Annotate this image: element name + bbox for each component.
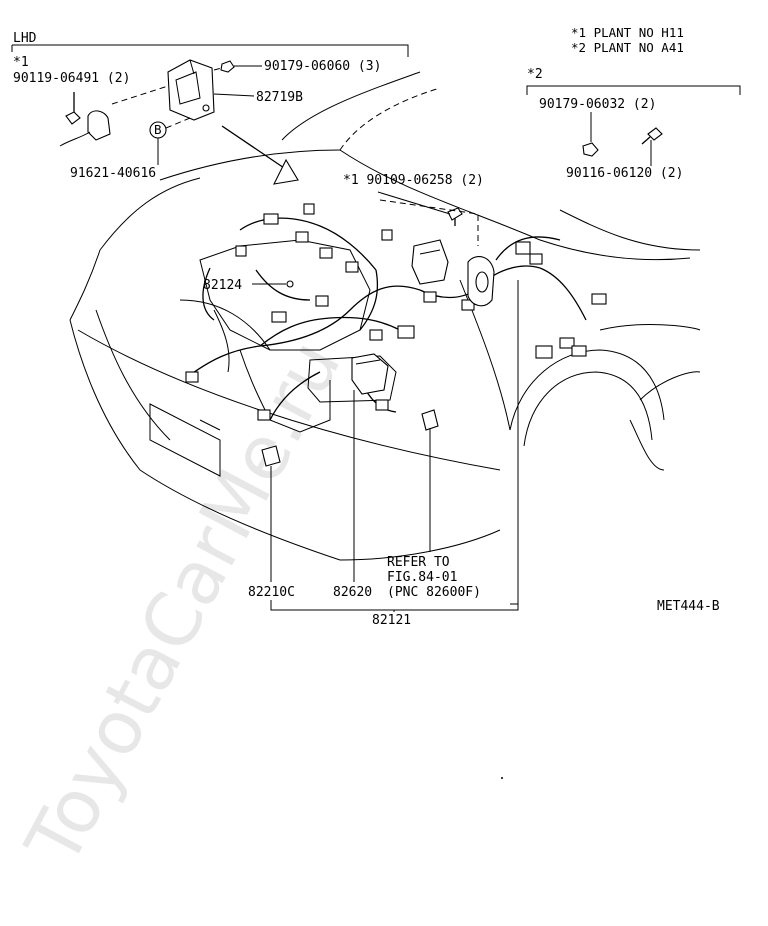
callout-90116-06120: 90116-06120 (2) bbox=[566, 166, 683, 181]
bolt-90116-06120-drawing bbox=[641, 127, 663, 145]
bracket-82719b-drawing bbox=[167, 59, 215, 121]
callout-90179-06060: 90179-06060 (3) bbox=[264, 59, 381, 74]
clamp-drawing bbox=[59, 110, 111, 147]
bolt-90119-06491-drawing bbox=[65, 92, 81, 125]
refer-to-line3: (PNC 82600F) bbox=[387, 585, 481, 600]
plant-a41-bracket bbox=[526, 85, 741, 95]
nut-90179-06060-drawing bbox=[220, 60, 235, 73]
car-body-outline bbox=[69, 71, 701, 561]
callout-90179-06032: 90179-06032 (2) bbox=[539, 97, 656, 112]
refer-to-line2: FIG.84-01 bbox=[387, 570, 457, 585]
component-refer-drawing bbox=[421, 409, 439, 431]
harness-connectors bbox=[185, 203, 607, 421]
note-star1-label: *1 bbox=[13, 55, 29, 70]
note-star2-label: *2 bbox=[527, 67, 543, 82]
component-82210c-drawing bbox=[261, 445, 281, 467]
callout-82719b: 82719B bbox=[256, 90, 303, 105]
relay-block-drawing bbox=[411, 239, 449, 285]
region-label: LHD bbox=[13, 31, 37, 46]
component-82620-drawing bbox=[351, 353, 389, 395]
clip-b-drawing: B bbox=[149, 121, 167, 139]
bolt-90109-06258-drawing bbox=[447, 207, 463, 226]
callout-82620: 82620 bbox=[333, 585, 372, 600]
callout-82210c: 82210C bbox=[248, 585, 295, 600]
callout-90109-06258: *1 90109-06258 (2) bbox=[343, 173, 484, 188]
figure-id: MET444-B bbox=[657, 599, 720, 614]
legend-plant-h11: *1 PLANT NO H11 bbox=[571, 25, 684, 40]
callout-90119-06491: 90119-06491 (2) bbox=[13, 71, 130, 86]
wire-harness-82121 bbox=[185, 217, 587, 421]
refer-to-line1: REFER TO bbox=[387, 555, 450, 570]
callout-82124: 82124 bbox=[203, 278, 242, 293]
bottom-leaders bbox=[270, 280, 519, 612]
callout-82121: 82121 bbox=[372, 613, 411, 628]
grommet-drawing bbox=[467, 256, 495, 307]
leader-82719b bbox=[213, 93, 255, 97]
inset-arrow bbox=[221, 125, 299, 185]
callout-91621-40616: 91621-40616 bbox=[70, 166, 156, 181]
lhd-bracket bbox=[11, 44, 409, 57]
nut-90179-06032-drawing bbox=[582, 142, 599, 157]
legend-plant-a41: *2 PLANT NO A41 bbox=[571, 40, 684, 55]
clip-b-label: B bbox=[154, 122, 162, 137]
watermark: ToyotaCarMe.ru bbox=[9, 327, 357, 879]
